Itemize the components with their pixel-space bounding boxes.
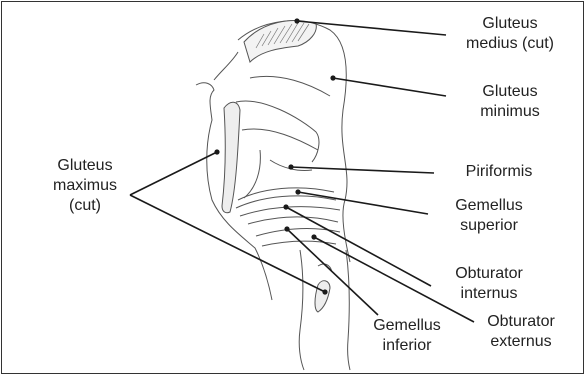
leader-gemellus-superior (298, 192, 428, 214)
label-piriformis: Piriformis (434, 162, 564, 182)
label-obturator-externus: Obturator externus (466, 312, 576, 352)
leader-gluteus-minimus (333, 78, 446, 96)
label-gluteus-minimus: Gluteus minimus (440, 82, 580, 122)
leader-gluteus-maximus-upper (130, 152, 217, 195)
label-gluteus-medius: Gluteus medius (cut) (440, 14, 580, 54)
label-gluteus-maximus: Gluteus maximus (cut) (30, 156, 140, 216)
anatomy-sketch (196, 21, 350, 370)
leader-gemellus-inferior (287, 229, 378, 315)
leader-obturator-internus (286, 207, 431, 286)
label-gemellus-superior: Gemellus superior (424, 196, 554, 236)
label-gemellus-inferior: Gemellus inferior (352, 316, 462, 356)
leader-gluteus-medius (297, 21, 446, 35)
label-obturator-internus: Obturator internus (424, 264, 554, 304)
leader-lines (130, 21, 474, 322)
leader-piriformis (291, 167, 434, 173)
